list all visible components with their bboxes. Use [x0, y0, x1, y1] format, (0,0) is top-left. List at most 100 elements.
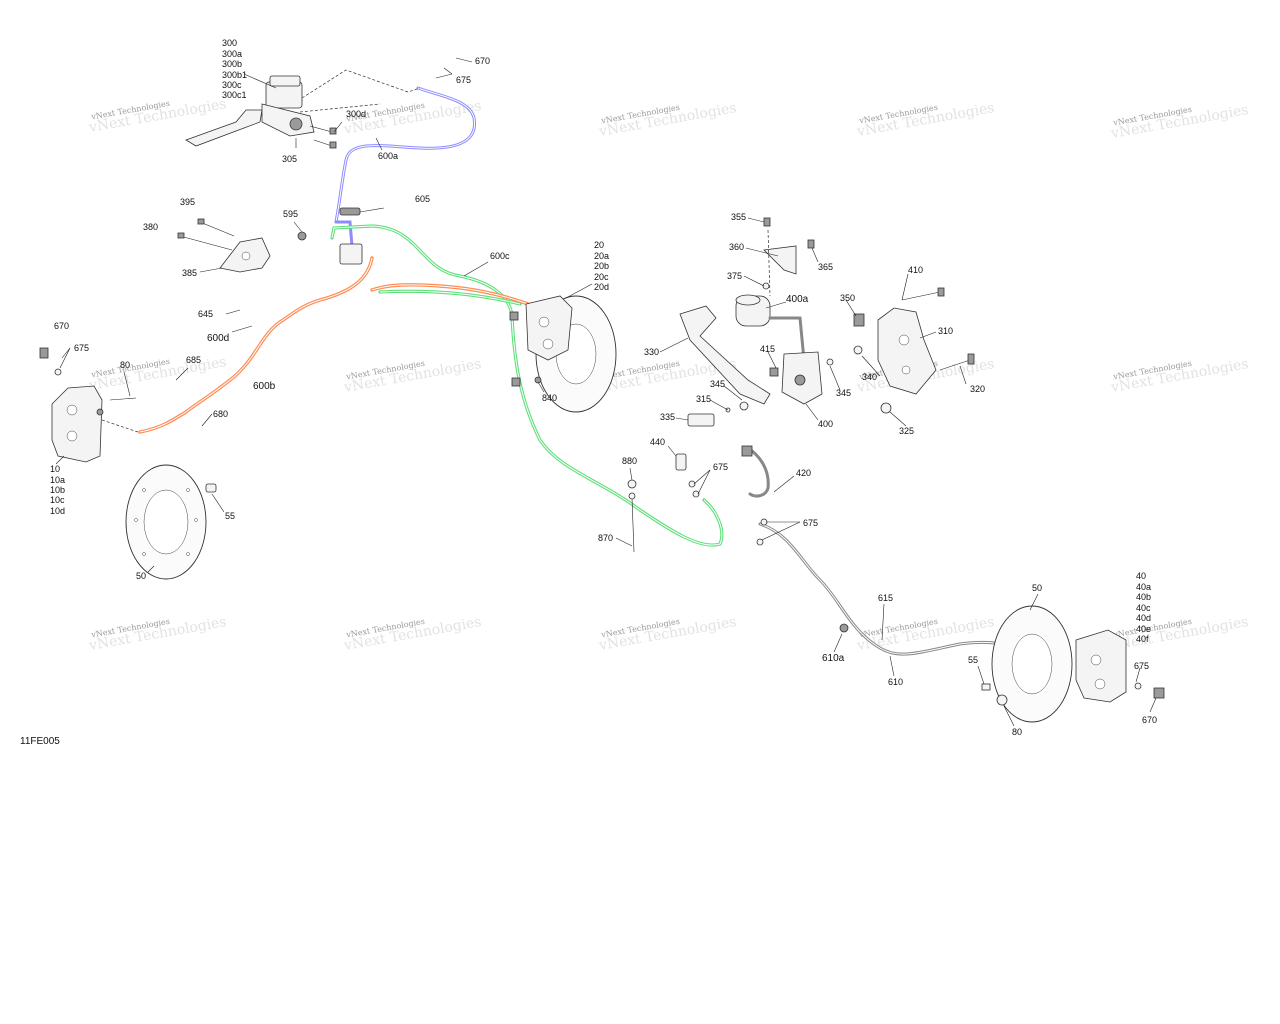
- label-680: 680: [213, 409, 228, 419]
- label-685: 685: [186, 355, 201, 365]
- label-610: 610: [888, 677, 903, 687]
- label-320: 320: [970, 384, 985, 394]
- caliper-right-front: [509, 295, 617, 413]
- label-675: 675: [74, 343, 89, 353]
- label-345: 345: [836, 388, 851, 398]
- label-410: 410: [908, 265, 923, 275]
- watermark: vNext Technologies vNext Technologies: [87, 614, 228, 654]
- label-675: 675: [713, 462, 728, 472]
- label-310: 310: [938, 326, 953, 336]
- label-870: 870: [598, 533, 613, 543]
- label-600a: 600a: [378, 151, 398, 161]
- label-670: 670: [475, 56, 490, 66]
- label-305: 305: [282, 154, 297, 164]
- label-400a: 400a: [786, 294, 809, 305]
- label-300: 300: [222, 38, 237, 48]
- label-335: 335: [660, 412, 675, 422]
- label-395: 395: [180, 197, 195, 207]
- watermark: vNext Technologies vNext Technologies: [1109, 614, 1250, 654]
- label-55: 55: [225, 511, 235, 521]
- label-360: 360: [729, 242, 744, 252]
- hose-600b: [138, 256, 530, 434]
- label-300c: 300c: [222, 80, 242, 90]
- watermark: vNext Technologies vNext Technologies: [597, 614, 738, 654]
- label-40f: 40f: [1136, 634, 1149, 644]
- label-645: 645: [198, 309, 213, 319]
- label-420: 420: [796, 468, 811, 478]
- watermark: vNext Technologies vNext Technologies: [87, 96, 228, 136]
- watermark: vNext Technologies vNext Technologies: [1109, 102, 1250, 142]
- label-20: 20: [594, 240, 604, 250]
- brake-disc-left: [125, 464, 217, 580]
- label-345: 345: [710, 379, 725, 389]
- label-880: 880: [622, 456, 637, 466]
- label-440: 440: [650, 437, 665, 447]
- label-80: 80: [120, 360, 130, 370]
- watermarks: vNext Technologies vNext Technologies vN…: [87, 96, 1250, 654]
- label-80: 80: [1012, 727, 1022, 737]
- watermark: vNext Technologies vNext Technologies: [855, 614, 996, 654]
- label-50: 50: [1032, 583, 1042, 593]
- callout-labels: 300 300a 300b 300b1 300c 300c1 300d 305 …: [50, 38, 1157, 737]
- label-300d: 300d: [346, 109, 366, 119]
- leader-lines: [55, 57, 1157, 727]
- label-10c: 10c: [50, 495, 65, 505]
- watermark: vNext Technologies vNext Technologies: [87, 354, 228, 394]
- label-670: 670: [54, 321, 69, 331]
- label-300c1: 300c1: [222, 90, 247, 100]
- label-20b: 20b: [594, 261, 609, 271]
- label-400: 400: [818, 419, 833, 429]
- label-10d: 10d: [50, 506, 65, 516]
- label-40e: 40e: [1136, 624, 1151, 634]
- label-610a: 610a: [822, 653, 845, 664]
- rear-brake-pedal-assembly: [679, 217, 834, 427]
- label-40: 40: [1136, 571, 1146, 581]
- figure-code: 11FE005: [20, 736, 60, 747]
- label-325: 325: [899, 426, 914, 436]
- bracket-385: [177, 218, 271, 273]
- label-600c: 600c: [490, 251, 510, 261]
- label-20a: 20a: [594, 251, 609, 261]
- label-385: 385: [182, 268, 197, 278]
- label-40c: 40c: [1136, 603, 1151, 613]
- junction-block: [297, 207, 385, 265]
- hose-610: [746, 446, 1042, 662]
- label-600b: 600b: [253, 381, 276, 392]
- watermark: vNext Technologies vNext Technologies: [342, 614, 483, 654]
- label-380: 380: [143, 222, 158, 232]
- watermark: vNext Technologies vNext Technologies: [597, 100, 738, 140]
- label-675: 675: [803, 518, 818, 528]
- label-50: 50: [136, 571, 146, 581]
- handlebar-master-cylinder: [185, 69, 421, 149]
- brake-switch-parts: [627, 445, 768, 553]
- hose-600c: [330, 224, 724, 547]
- label-10a: 10a: [50, 475, 65, 485]
- label-600d: 600d: [207, 333, 229, 344]
- label-40b: 40b: [1136, 592, 1151, 602]
- label-300b: 300b: [222, 59, 242, 69]
- label-615: 615: [878, 593, 893, 603]
- label-340: 340: [862, 372, 877, 382]
- label-595: 595: [283, 209, 298, 219]
- label-670: 670: [1142, 715, 1157, 725]
- label-20c: 20c: [594, 272, 609, 282]
- label-355: 355: [731, 212, 746, 222]
- caliper-rear: [839, 605, 1165, 723]
- label-40d: 40d: [1136, 613, 1151, 623]
- label-415: 415: [760, 344, 775, 354]
- label-10b: 10b: [50, 485, 65, 495]
- label-605: 605: [415, 194, 430, 204]
- label-365: 365: [818, 262, 833, 272]
- label-40a: 40a: [1136, 582, 1151, 592]
- label-300a: 300a: [222, 49, 242, 59]
- label-300b1: 300b1: [222, 70, 247, 80]
- hose-600a: [334, 86, 477, 248]
- label-315: 315: [696, 394, 711, 404]
- label-330: 330: [644, 347, 659, 357]
- watermark: vNext Technologies vNext Technologies: [342, 356, 483, 396]
- label-55: 55: [968, 655, 978, 665]
- label-675: 675: [1134, 661, 1149, 671]
- footrest-bracket: [853, 287, 975, 414]
- watermark: vNext Technologies vNext Technologies: [855, 100, 996, 140]
